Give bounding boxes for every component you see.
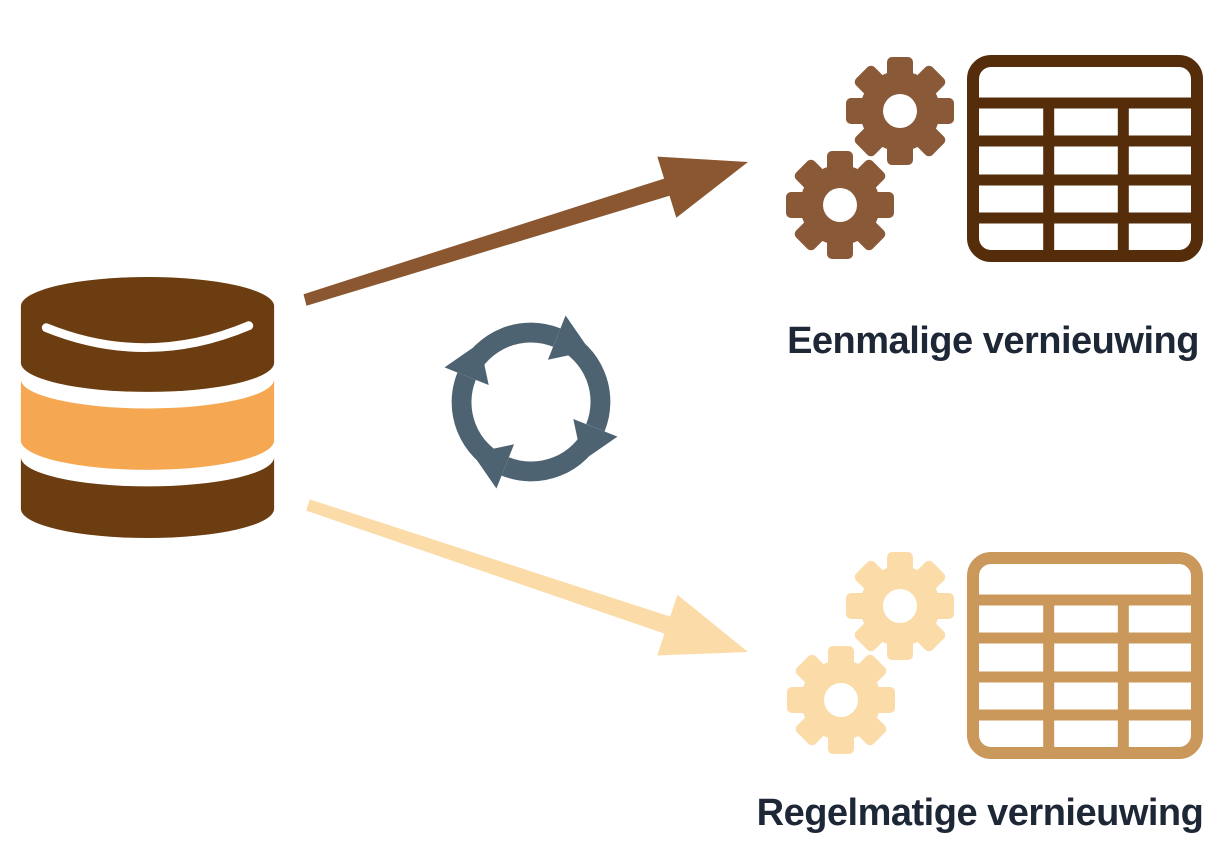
database-top-highlight — [41, 321, 254, 352]
one-time-flow-arrow — [303, 156, 748, 306]
database-top-disk — [20, 277, 275, 392]
gear-icon — [785, 150, 895, 260]
table-icon — [967, 552, 1203, 759]
recurring-flow-label: Regelmatige vernieuwing — [756, 792, 1204, 834]
database-icon — [20, 277, 275, 538]
recurring-flow-arrow — [306, 499, 748, 656]
one-time-flow-label: Eenmalige vernieuwing — [787, 320, 1199, 362]
sync-cycle-icon — [444, 315, 618, 489]
database-bottom-disk — [20, 457, 275, 538]
table-icon — [967, 55, 1203, 262]
cycle-arrow-left — [444, 343, 507, 475]
gear-icon — [786, 645, 896, 755]
database-middle-disk — [20, 379, 275, 470]
